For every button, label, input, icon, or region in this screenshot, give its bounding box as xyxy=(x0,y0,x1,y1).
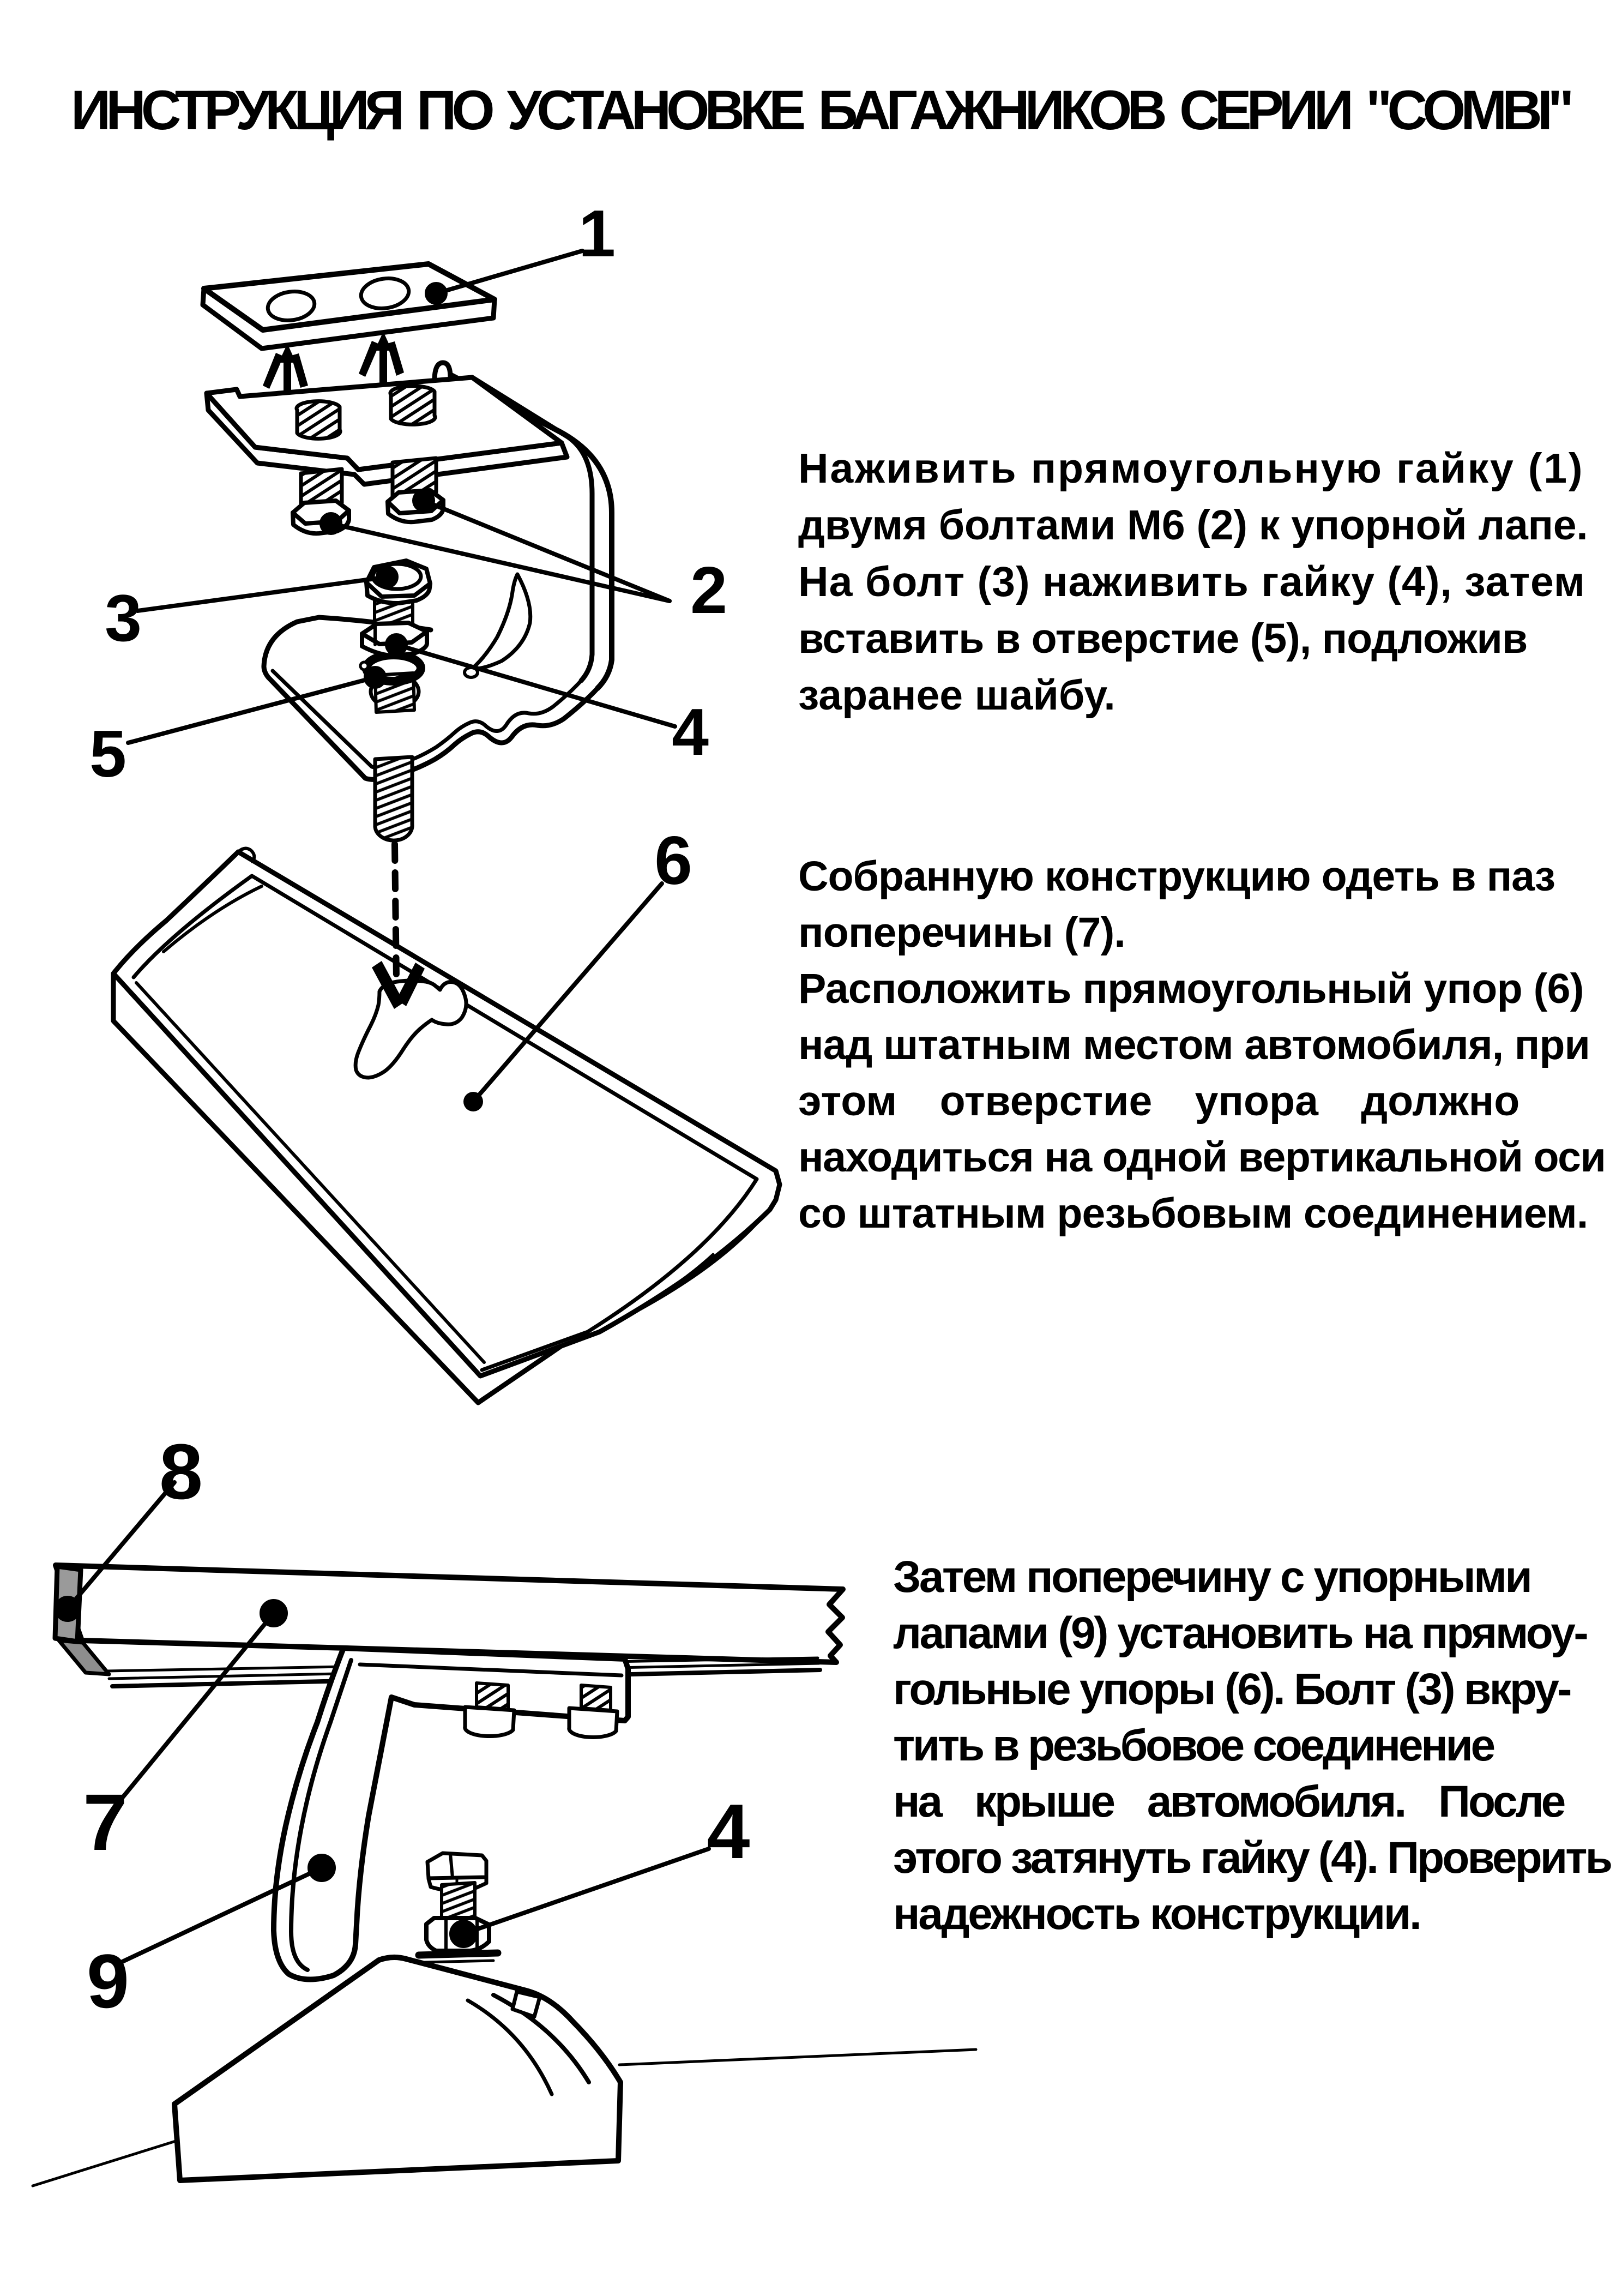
svg-text:2: 2 xyxy=(690,553,727,627)
svg-text:8: 8 xyxy=(159,1428,203,1516)
svg-text:3: 3 xyxy=(105,581,142,655)
svg-text:5: 5 xyxy=(89,717,126,791)
svg-text:1: 1 xyxy=(578,196,616,271)
svg-text:6: 6 xyxy=(654,823,692,899)
svg-text:4: 4 xyxy=(672,695,709,769)
svg-text:7: 7 xyxy=(83,1778,128,1867)
svg-text:9: 9 xyxy=(87,1938,129,2024)
svg-text:4: 4 xyxy=(707,1788,750,1875)
